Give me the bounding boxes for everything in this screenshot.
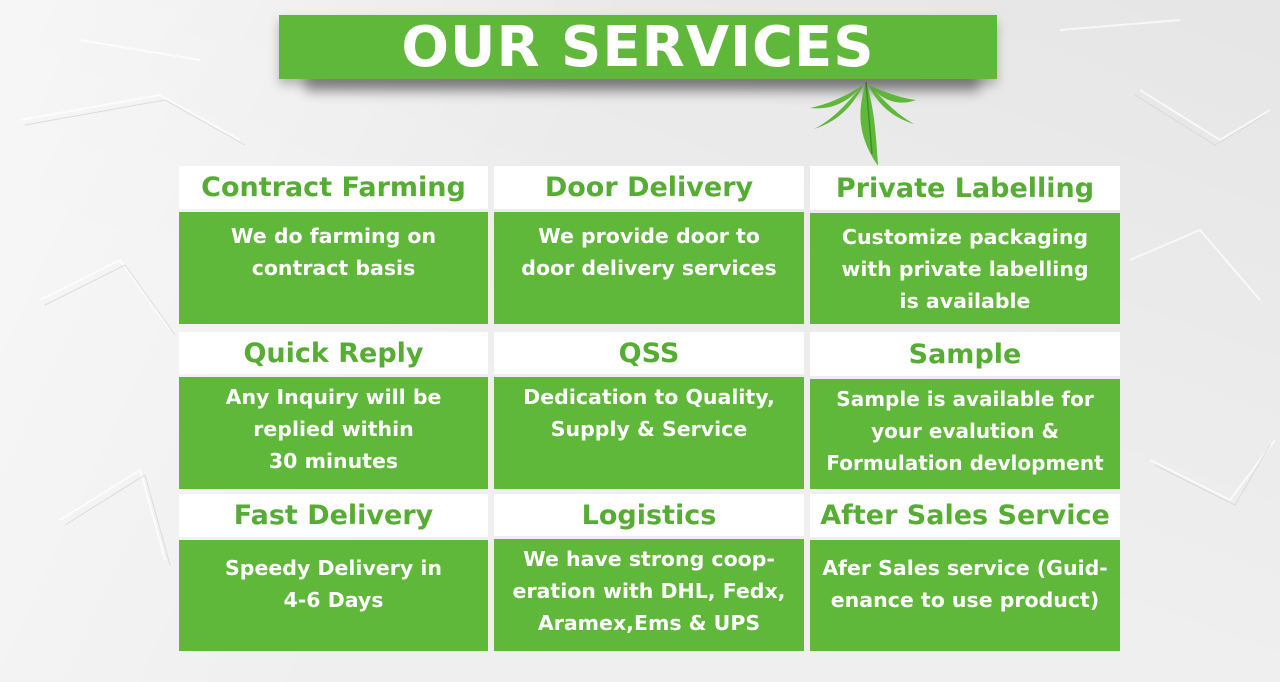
service-description: Speedy Delivery in 4-6 Days xyxy=(179,540,488,651)
service-card-private-labelling: Private Labelling Customize packaging wi… xyxy=(810,166,1120,324)
service-description: Any Inquiry will be replied within 30 mi… xyxy=(179,377,488,489)
services-banner: OUR SERVICES xyxy=(279,14,997,80)
service-card-contract-farming: Contract Farming We do farming on contra… xyxy=(179,166,488,324)
service-description: Customize packaging with private labelli… xyxy=(810,213,1120,324)
service-description: We provide door to door delivery service… xyxy=(494,212,804,324)
service-description: Dedication to Quality, Supply & Service xyxy=(494,377,804,489)
service-card-sample: Sample Sample is available for your eval… xyxy=(810,332,1120,489)
service-title: Private Labelling xyxy=(810,166,1120,210)
service-title: Quick Reply xyxy=(179,332,488,374)
service-card-logistics: Logistics We have strong coop- eration w… xyxy=(494,494,804,651)
service-description: We do farming on contract basis xyxy=(179,212,488,324)
service-description: Sample is available for your evalution &… xyxy=(810,379,1120,489)
service-title: Contract Farming xyxy=(179,166,488,209)
service-card-door-delivery: Door Delivery We provide door to door de… xyxy=(494,166,804,324)
service-description: Afer Sales service (Guid- enance to use … xyxy=(810,540,1120,651)
service-card-qss: QSS Dedication to Quality, Supply & Serv… xyxy=(494,332,804,489)
service-card-quick-reply: Quick Reply Any Inquiry will be replied … xyxy=(179,332,488,489)
service-title: Sample xyxy=(810,332,1120,376)
hemp-leaf-icon xyxy=(810,81,916,166)
service-title: Logistics xyxy=(494,494,804,536)
service-description: We have strong coop- eration with DHL, F… xyxy=(494,539,804,651)
service-title: QSS xyxy=(494,332,804,374)
service-card-after-sales-service: After Sales Service Afer Sales service (… xyxy=(810,494,1120,651)
page-title: OUR SERVICES xyxy=(401,14,875,80)
service-card-fast-delivery: Fast Delivery Speedy Delivery in 4-6 Day… xyxy=(179,494,488,651)
service-title: Fast Delivery xyxy=(179,494,488,537)
service-title: After Sales Service xyxy=(810,494,1120,537)
service-title: Door Delivery xyxy=(494,166,804,209)
